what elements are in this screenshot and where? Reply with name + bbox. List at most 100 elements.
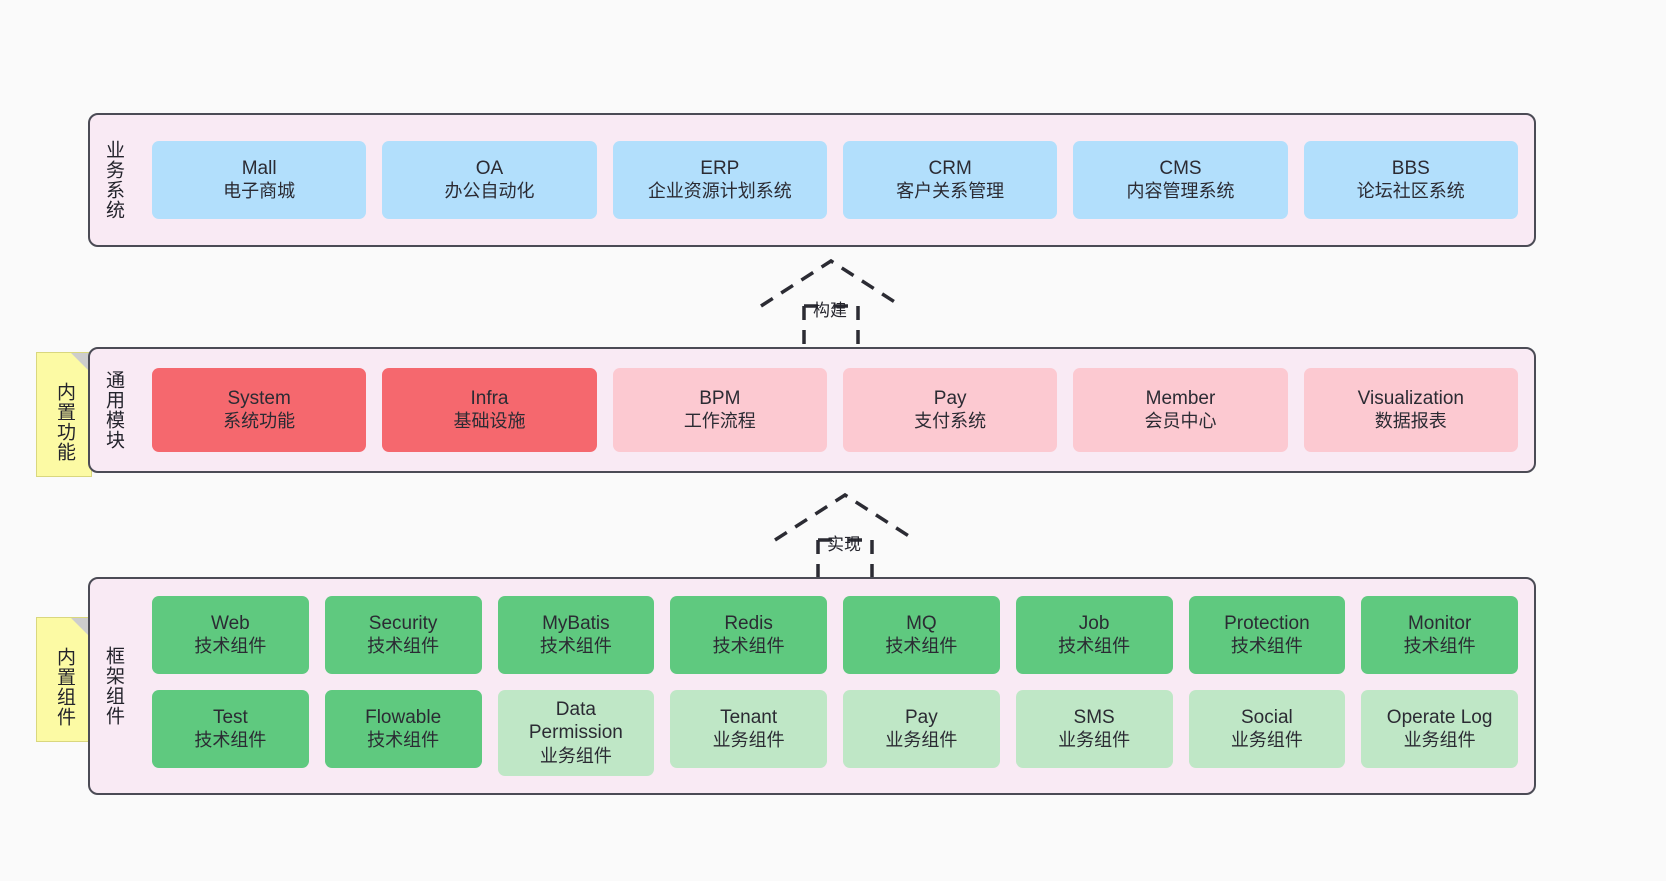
node-social[interactable]: Social 业务组件: [1188, 690, 1346, 768]
layer-body-framework-components: Web 技术组件 Security 技术组件 MyBatis 技术组: [136, 579, 1534, 793]
node-monitor[interactable]: Monitor 技术组件: [1361, 596, 1518, 674]
connector-implement: 实现: [770, 490, 920, 582]
node-title: Pay: [905, 706, 938, 728]
layer-common-modules: 通用模块 System 系统功能 Infra 基础设施: [88, 347, 1536, 473]
node-title: OA: [475, 157, 504, 179]
node-title: MQ: [906, 612, 937, 634]
node-title: ERP: [700, 157, 740, 179]
common-module-row: System 系统功能 Infra 基础设施 BPM 工作流程: [144, 368, 1526, 452]
node-subtitle: 技术组件: [194, 636, 267, 657]
node-security[interactable]: Security 技术组件: [324, 596, 482, 674]
node-cell: CMS 内容管理系统: [1065, 141, 1295, 219]
node-cell: Protection 技术组件: [1181, 596, 1354, 674]
node-cell: Pay 业务组件: [835, 690, 1008, 776]
node-subtitle: 业务组件: [1403, 730, 1476, 751]
node-subtitle: 技术组件: [194, 730, 267, 751]
node-tenant[interactable]: Tenant 业务组件: [670, 690, 827, 768]
node-data-permission[interactable]: Data Permission 业务组件: [497, 690, 655, 776]
node-title: Social: [1241, 706, 1293, 728]
node-crm[interactable]: CRM 客户关系管理: [842, 141, 1058, 219]
node-cell: Job 技术组件: [1008, 596, 1181, 674]
layer-title-framework-components: 框架组件: [103, 646, 125, 726]
note-builtin-features: 内置功能: [36, 352, 92, 477]
node-subtitle: 技术组件: [1058, 636, 1131, 657]
node-title: BPM: [699, 387, 741, 409]
node-pay-module[interactable]: Pay 支付系统: [842, 368, 1058, 452]
node-subtitle: 支付系统: [914, 411, 987, 432]
node-subtitle: 数据报表: [1374, 411, 1447, 432]
node-subtitle: 企业资源计划系统: [647, 181, 792, 202]
business-node-row: Mall 电子商城 OA 办公自动化 ERP 企业资源计划系统: [144, 141, 1526, 219]
node-web[interactable]: Web 技术组件: [152, 596, 309, 674]
node-cell: Visualization 数据报表: [1296, 368, 1526, 452]
node-title: Pay: [933, 387, 967, 409]
connector-build: 构建: [756, 256, 906, 352]
layer-body-common-modules: System 系统功能 Infra 基础设施 BPM 工作流程: [136, 349, 1534, 471]
node-title: Tenant: [720, 706, 778, 728]
node-title: Security: [368, 612, 438, 634]
node-member[interactable]: Member 会员中心: [1073, 368, 1288, 452]
node-cell: Data Permission 业务组件: [490, 690, 663, 776]
node-mq[interactable]: MQ 技术组件: [843, 596, 1000, 674]
node-bpm[interactable]: BPM 工作流程: [612, 368, 827, 452]
node-mall[interactable]: Mall 电子商城: [152, 141, 367, 219]
node-visualization[interactable]: Visualization 数据报表: [1303, 368, 1518, 452]
node-infra[interactable]: Infra 基础设施: [382, 368, 597, 452]
node-title: CRM: [928, 157, 972, 179]
node-subtitle: 业务组件: [1058, 730, 1131, 751]
node-system[interactable]: System 系统功能: [152, 368, 367, 452]
node-cms[interactable]: CMS 内容管理系统: [1073, 141, 1288, 219]
node-cell: Pay 支付系统: [835, 368, 1065, 452]
node-title: System: [227, 387, 291, 409]
node-pay-component[interactable]: Pay 业务组件: [843, 690, 1000, 768]
node-protection[interactable]: Protection 技术组件: [1188, 596, 1346, 674]
note-label: 内置组件: [54, 646, 76, 727]
node-subtitle: 业务组件: [712, 730, 785, 751]
node-title: Visualization: [1357, 387, 1464, 409]
node-redis[interactable]: Redis 技术组件: [670, 596, 827, 674]
node-sms[interactable]: SMS 业务组件: [1015, 690, 1173, 768]
node-subtitle: 技术组件: [712, 636, 785, 657]
note-fold-corner: [71, 353, 91, 373]
node-flowable[interactable]: Flowable 技术组件: [324, 690, 482, 768]
node-subtitle: 办公自动化: [444, 181, 535, 202]
layer-body-business-system: Mall 电子商城 OA 办公自动化 ERP 企业资源计划系统: [136, 115, 1534, 245]
arrowhead-open-triangle: [760, 258, 902, 308]
node-subtitle: 客户关系管理: [896, 181, 1005, 202]
node-subtitle: 电子商城: [223, 181, 296, 202]
node-subtitle: 业务组件: [885, 730, 958, 751]
node-title: Monitor: [1407, 612, 1472, 634]
layer-title-common-modules: 通用模块: [103, 370, 125, 450]
node-subtitle: 技术组件: [1403, 636, 1476, 657]
arrowhead-open-triangle: [774, 492, 916, 542]
node-operate-log[interactable]: Operate Log 业务组件: [1361, 690, 1518, 768]
node-title: Test: [212, 706, 248, 728]
node-cell: Member 会员中心: [1065, 368, 1295, 452]
node-test[interactable]: Test 技术组件: [152, 690, 309, 768]
layer-business-system: 业务系统 Mall 电子商城 OA 办公自动化 E: [88, 113, 1536, 247]
framework-row-tech: Web 技术组件 Security 技术组件 MyBatis 技术组: [144, 596, 1526, 674]
node-cell: BBS 论坛社区系统: [1296, 141, 1526, 219]
node-cell: Tenant 业务组件: [662, 690, 835, 776]
node-mybatis[interactable]: MyBatis 技术组件: [497, 596, 655, 674]
node-subtitle: 会员中心: [1144, 411, 1217, 432]
node-title: Operate Log: [1386, 706, 1493, 728]
node-erp[interactable]: ERP 企业资源计划系统: [612, 141, 827, 219]
node-subtitle: 技术组件: [539, 636, 612, 657]
node-job[interactable]: Job 技术组件: [1015, 596, 1173, 674]
node-cell: Social 业务组件: [1181, 690, 1354, 776]
node-title: Protection: [1224, 612, 1310, 634]
node-oa[interactable]: OA 办公自动化: [382, 141, 597, 219]
node-subtitle: 技术组件: [1230, 636, 1303, 657]
node-cell: Redis 技术组件: [662, 596, 835, 674]
note-fold-corner: [71, 618, 91, 638]
node-bbs[interactable]: BBS 论坛社区系统: [1303, 141, 1518, 219]
node-subtitle: 内容管理系统: [1126, 181, 1235, 202]
framework-row-business: Test 技术组件 Flowable 技术组件 Data Permission: [144, 690, 1526, 776]
connector-implement-label: 实现: [827, 535, 861, 554]
node-subtitle: 基础设施: [453, 411, 526, 432]
connector-build-label: 构建: [813, 301, 847, 320]
node-cell: System 系统功能: [144, 368, 374, 452]
layer-title-business-system: 业务系统: [103, 140, 125, 220]
node-cell: MQ 技术组件: [835, 596, 1008, 674]
